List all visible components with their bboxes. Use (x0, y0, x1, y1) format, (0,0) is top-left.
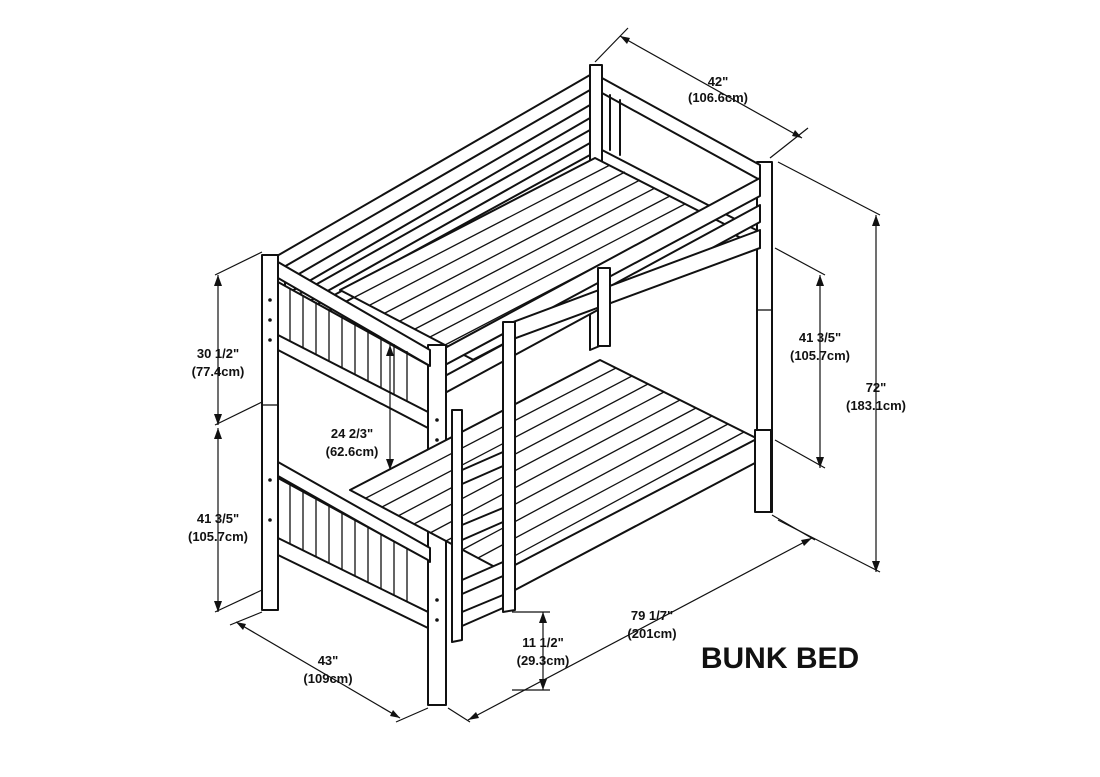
dim-width-top-cm: (106.6cm) (688, 90, 748, 105)
dim-lower-head-in: 41 3/5" (197, 511, 239, 526)
dim-length-cm: (201cm) (627, 626, 676, 641)
ladder (451, 267, 611, 643)
dim-upper-head-in: 30 1/2" (197, 346, 239, 361)
dim-depth (229, 611, 429, 723)
diagram-title: BUNK BED (701, 642, 859, 675)
dim-height-right (774, 247, 826, 469)
dim-upper-head-cm: (77.4cm) (192, 364, 245, 379)
left-back-post (261, 254, 279, 611)
dim-depth-cm: (109cm) (303, 671, 352, 686)
dim-clearance-cm: (29.3cm) (517, 653, 570, 668)
dim-gap (386, 345, 394, 470)
dim-height-total-cm: (183.1cm) (846, 398, 906, 413)
dim-width-top (594, 27, 809, 159)
dim-lower-head-cm: (105.7cm) (188, 529, 248, 544)
dim-lower-head (214, 428, 263, 613)
dim-height-total-in: 72" (866, 380, 887, 395)
dim-height-right-cm: (105.7cm) (790, 348, 850, 363)
dim-upper-head (214, 251, 263, 426)
dim-height-right-in: 41 3/5" (799, 330, 841, 345)
dim-height-total (777, 161, 881, 573)
dim-width-top-in: 42" (708, 74, 729, 89)
dim-gap-cm: (62.6cm) (326, 444, 379, 459)
dim-length-in: 79 1/7" (631, 608, 673, 623)
dim-clearance (512, 611, 550, 691)
dim-depth-in: 43" (318, 653, 339, 668)
lower-headboard-panel (277, 461, 431, 629)
dim-gap-in: 24 2/3" (331, 426, 373, 441)
dim-clearance-in: 11 1/2" (522, 635, 564, 650)
